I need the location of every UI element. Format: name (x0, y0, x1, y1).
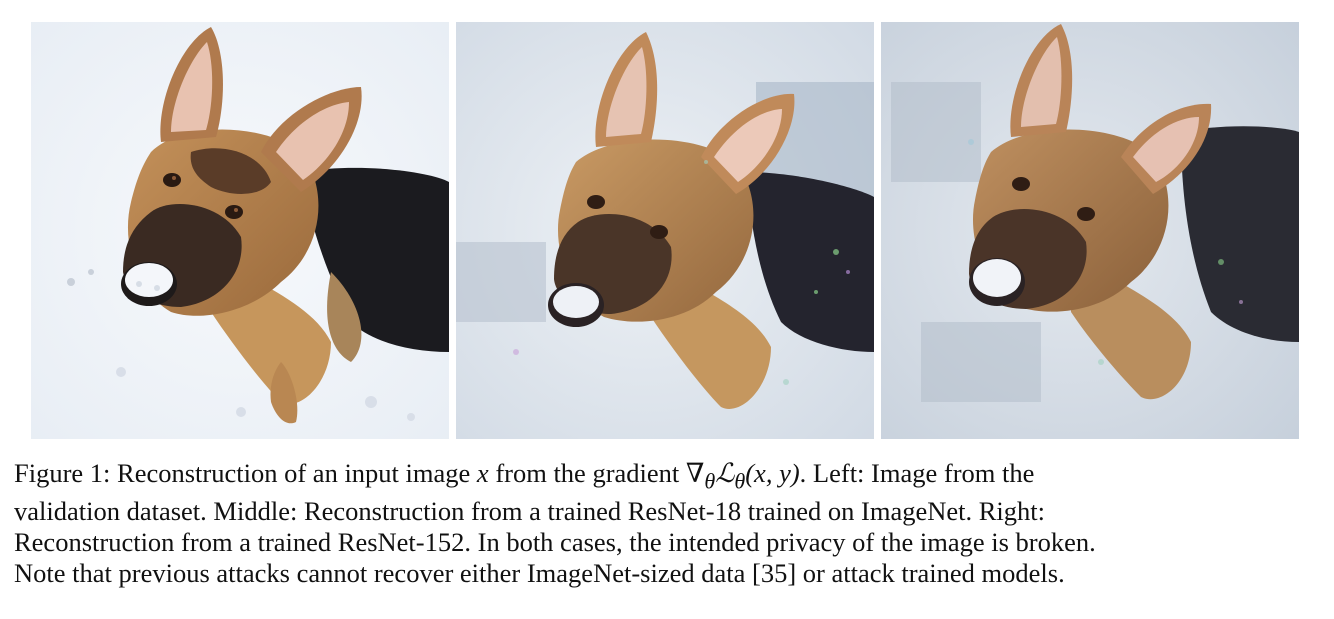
figure-caption: Figure 1: Reconstruction of an input ima… (14, 458, 1326, 589)
math-variable-x: x (476, 458, 489, 488)
reconstruction-resnet18 (456, 22, 874, 439)
math-args: (x, y) (745, 458, 800, 488)
math-subscript-theta: θ (704, 468, 716, 494)
caption-line-2: validation dataset. Middle: Reconstructi… (14, 496, 1046, 527)
caption-text: . Left: Image from the (799, 458, 1035, 488)
math-subscript-theta: θ (734, 468, 746, 494)
reconstructed-dog-image (456, 22, 874, 439)
caption-line-4: Note that previous attacks cannot recove… (14, 558, 1065, 589)
caption-text: Figure 1: Reconstruction of an input ima… (14, 458, 477, 488)
caption-text: from the gradient (488, 458, 686, 488)
reconstructed-dog-image (881, 22, 1299, 439)
reconstruction-resnet152 (881, 22, 1299, 439)
caption-line-1: Figure 1: Reconstruction of an input ima… (14, 458, 1326, 496)
math-nabla: ∇ (685, 458, 705, 488)
math-loss: ℒ (715, 458, 735, 488)
original-image (31, 22, 449, 439)
original-dog-photo (31, 22, 449, 439)
caption-line-3: Reconstruction from a trained ResNet-152… (14, 527, 1096, 558)
